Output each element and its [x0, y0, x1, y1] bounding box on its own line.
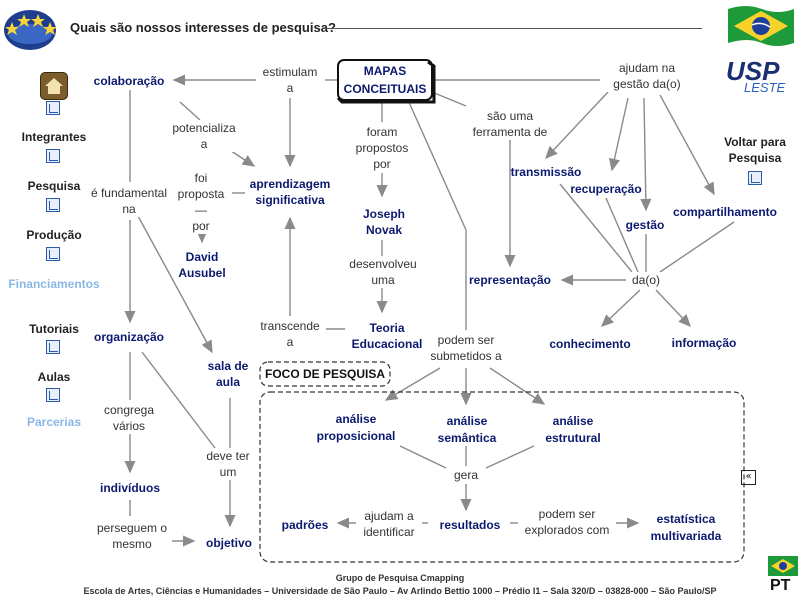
sidebar-item-financiamentos[interactable]: Financiamentos — [8, 277, 100, 291]
link-perseguem: perseguem o mesmo — [92, 520, 172, 552]
concept-transmissao: transmissão — [510, 165, 582, 179]
focus-label: FOCO DE PESQUISA — [264, 367, 386, 381]
concept-joseph-novak: Joseph Novak — [362, 207, 405, 237]
concept-organizacao: organização — [93, 330, 165, 344]
page-title: Quais são nossos interesses de pesquisa? — [70, 20, 336, 35]
brazil-flag-small-icon[interactable] — [768, 556, 798, 576]
concept-conhecimento: conhecimento — [549, 337, 631, 351]
concept-objetivo: objetivo — [205, 536, 252, 550]
concept-resultados: resultados — [439, 518, 501, 532]
svg-text:USP: USP — [726, 56, 780, 86]
sidebar-item-parcerias[interactable]: Parcerias — [26, 415, 82, 429]
concept-map-icon[interactable] — [46, 198, 60, 212]
concept-estatistica-multivariada: estatística multivariada — [650, 512, 722, 543]
link-transcende: transcende a — [254, 318, 326, 350]
link-podem-ser-submetidos: podem ser submetidos a — [424, 332, 508, 364]
concept-map-icon[interactable] — [46, 149, 60, 163]
sidebar-item-aulas[interactable]: Aulas — [37, 370, 71, 384]
concept-colaboracao: colaboração — [93, 74, 165, 88]
home-icon[interactable] — [40, 72, 68, 100]
concept-map-icon[interactable] — [46, 340, 60, 354]
language-label[interactable]: PT — [770, 577, 791, 594]
collapse-icon[interactable]: « — [741, 470, 756, 485]
link-ajudam-identificar: ajudam a identificar — [356, 508, 422, 540]
concept-gestao: gestão — [625, 218, 665, 232]
brazil-flag-icon — [728, 6, 794, 46]
link-foram-propostos: foram propostos por — [346, 124, 418, 172]
concept-representacao: representação — [468, 273, 552, 287]
concept-mapas-conceituais: MAPAS CONCEITUAIS — [343, 64, 427, 96]
link-ajudam-gestao: ajudam na gestão da(o) — [600, 60, 694, 92]
footer-address: Escola de Artes, Ciências e Humanidades … — [83, 586, 717, 596]
concept-sala-de-aula: sala de aula — [207, 359, 249, 389]
link-estimulam: estimulam a — [256, 64, 324, 96]
link-gera: gera — [448, 467, 484, 483]
concept-analise-semantica: análise semântica — [437, 414, 497, 445]
svg-text:LESTE: LESTE — [744, 80, 786, 94]
link-potencializa: potencializa a — [164, 120, 244, 152]
title-divider — [322, 28, 702, 29]
concept-recuperacao: recuperação — [570, 182, 642, 196]
concept-map-icon[interactable] — [46, 101, 60, 115]
link-podem-ser-explorados: podem ser explorados com — [518, 506, 616, 538]
sidebar-item-producao[interactable]: Produção — [26, 228, 82, 242]
sidebar-item-tutoriais[interactable]: Tutoriais — [29, 322, 79, 336]
concept-map-icon[interactable] — [748, 171, 762, 185]
link-foi-proposta: foi proposta — por — [170, 170, 232, 234]
link-dao: da(o) — [626, 272, 666, 288]
concept-aprendizagem-significativa: aprendizagem significativa — [249, 177, 331, 207]
sidebar-item-pesquisa[interactable]: Pesquisa — [27, 179, 81, 193]
link-e-fundamental: é fundamental na — [84, 185, 174, 217]
concept-map-icon[interactable] — [46, 388, 60, 402]
concept-informacao: informação — [671, 336, 737, 350]
concept-padroes: padrões — [281, 518, 329, 532]
concept-teoria-educacional: Teoria Educacional — [351, 321, 423, 351]
concept-david-ausubel: David Ausubel — [178, 250, 226, 280]
concept-analise-estrutural: análise estrutural — [545, 414, 601, 445]
link-sao-uma-ferramenta: são uma ferramenta de — [462, 108, 558, 140]
link-desenvolveu: desenvolveu uma — [340, 256, 426, 288]
link-congrega: congrega vários — [96, 402, 162, 434]
sidebar-item-integrantes[interactable]: Integrantes — [21, 130, 87, 144]
usp-leste-logo: USP LESTE — [726, 56, 786, 94]
concept-individuos: indivíduos — [100, 481, 160, 495]
link-deve-ter: deve ter um — [200, 448, 256, 480]
group-logo — [4, 10, 57, 50]
concept-compartilhamento: compartilhamento — [672, 205, 777, 219]
concept-analise-proposicional: análise proposicional — [316, 412, 396, 443]
back-to-research-link[interactable]: Voltar para Pesquisa — [724, 135, 786, 165]
concept-map-icon[interactable] — [46, 247, 60, 261]
footer-group-name: Grupo de Pesquisa Cmapping — [335, 573, 465, 583]
